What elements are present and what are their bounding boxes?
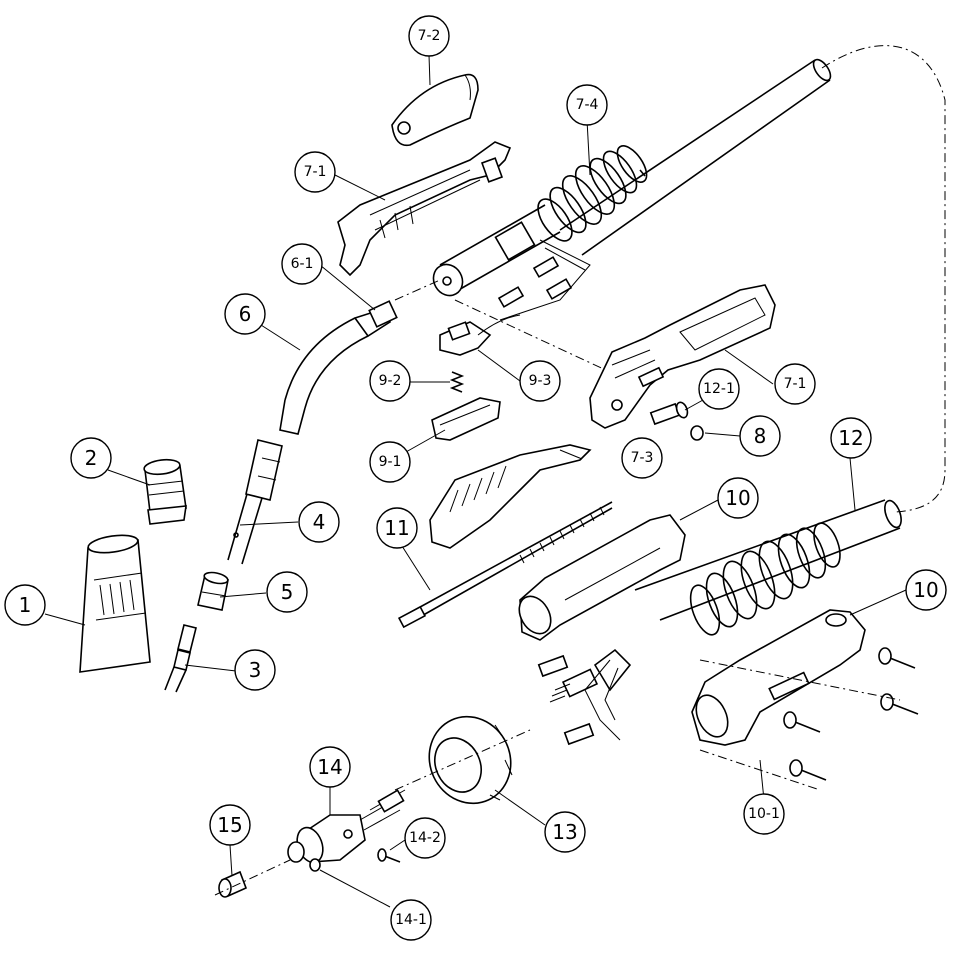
svg-text:13: 13 <box>552 820 577 844</box>
callout-10-left: 10 <box>717 477 759 519</box>
svg-text:14-1: 14-1 <box>395 912 427 928</box>
callouts: 1 2 3 4 5 6 6-1 7-1 7-2 7-4 7-1 7-3 8 12… <box>4 15 947 941</box>
callout-12: 12 <box>830 417 872 459</box>
svg-text:12: 12 <box>838 426 863 450</box>
axis-adapter <box>214 729 531 896</box>
callout-6: 6 <box>224 293 266 335</box>
cable-upper <box>559 58 832 256</box>
callout-10-right: 10 <box>905 569 947 611</box>
part-9-3-switch <box>439 314 521 356</box>
svg-text:9-1: 9-1 <box>379 454 402 470</box>
callout-7-4: 7-4 <box>566 84 608 126</box>
part-14-1-pin <box>309 858 321 872</box>
part-7-1-handle-top <box>337 141 512 277</box>
svg-text:9-3: 9-3 <box>529 373 552 389</box>
part-7-2-cap <box>391 73 479 147</box>
callout-7-2: 7-2 <box>408 15 450 57</box>
svg-text:10: 10 <box>913 578 938 602</box>
callout-12-1: 12-1 <box>698 368 740 410</box>
svg-text:11: 11 <box>384 516 409 540</box>
callout-7-1-right: 7-1 <box>774 363 816 405</box>
svg-text:12-1: 12-1 <box>703 381 735 397</box>
part-9-2-spring <box>449 371 465 393</box>
part-3-contact-tip <box>164 624 197 693</box>
svg-text:7-4: 7-4 <box>576 97 599 113</box>
strain-relief-spring-lower <box>689 522 841 636</box>
part-5-diffuser <box>197 571 229 611</box>
part-2-insulator <box>143 458 187 525</box>
part-11-liner <box>397 501 613 629</box>
part-4-tip-holder <box>227 439 283 565</box>
svg-text:5: 5 <box>281 580 294 604</box>
svg-text:14-2: 14-2 <box>409 830 441 846</box>
part-7-3-cover <box>429 444 592 549</box>
neck-body <box>432 204 591 321</box>
part-12-1-screw <box>649 401 689 426</box>
svg-text:7-2: 7-2 <box>418 28 441 44</box>
part-10-handle-left <box>518 514 686 641</box>
callout-15: 15 <box>209 804 251 846</box>
callout-8: 8 <box>739 415 781 457</box>
callout-10-1: 10-1 <box>743 793 785 835</box>
callout-14: 14 <box>309 746 351 788</box>
svg-text:7-1: 7-1 <box>784 376 807 392</box>
svg-text:8: 8 <box>754 424 767 448</box>
part-14-2-screw <box>377 848 401 863</box>
svg-text:9-2: 9-2 <box>379 373 402 389</box>
svg-text:7-3: 7-3 <box>631 450 654 466</box>
part-14-adapter <box>287 789 406 864</box>
svg-text:3: 3 <box>249 658 262 682</box>
axis-screws <box>699 659 901 791</box>
part-9-1-trigger <box>431 397 501 441</box>
callout-13: 13 <box>544 811 586 853</box>
callout-11: 11 <box>376 507 418 549</box>
callout-2: 2 <box>70 437 112 479</box>
part-1-nozzle <box>79 534 151 673</box>
callout-1: 1 <box>4 584 46 626</box>
part-6-gooseneck <box>279 300 398 435</box>
part-15-cap <box>218 870 248 898</box>
callout-3: 3 <box>234 649 276 691</box>
part-7-1-handle-bottom <box>589 284 776 429</box>
cable-lower <box>634 499 902 621</box>
svg-text:6: 6 <box>239 302 252 326</box>
svg-text:6-1: 6-1 <box>291 256 314 272</box>
svg-text:10-1: 10-1 <box>748 806 780 822</box>
callout-5: 5 <box>266 571 308 613</box>
part-13-nut <box>428 715 513 805</box>
part-10-handle-right <box>691 609 866 746</box>
callout-7-1-top: 7-1 <box>294 151 336 193</box>
callout-6-1: 6-1 <box>281 243 323 285</box>
svg-text:4: 4 <box>313 510 326 534</box>
svg-text:1: 1 <box>19 593 32 617</box>
callout-14-2: 14-2 <box>404 817 446 859</box>
svg-text:15: 15 <box>217 813 242 837</box>
callout-14-1: 14-1 <box>390 899 432 941</box>
strain-relief-spring <box>537 145 648 242</box>
central-connector <box>537 648 632 746</box>
svg-text:2: 2 <box>85 446 98 470</box>
leader-lines <box>44 54 907 908</box>
svg-text:7-1: 7-1 <box>304 164 327 180</box>
callout-7-3: 7-3 <box>621 437 663 479</box>
svg-text:10: 10 <box>725 486 750 510</box>
svg-text:14: 14 <box>317 755 342 779</box>
callout-9-3: 9-3 <box>519 360 561 402</box>
part-8-washer <box>690 425 704 441</box>
callout-9-1: 9-1 <box>369 441 411 483</box>
axis-neck <box>394 279 441 301</box>
callout-9-2: 9-2 <box>369 360 411 402</box>
callout-4: 4 <box>298 501 340 543</box>
